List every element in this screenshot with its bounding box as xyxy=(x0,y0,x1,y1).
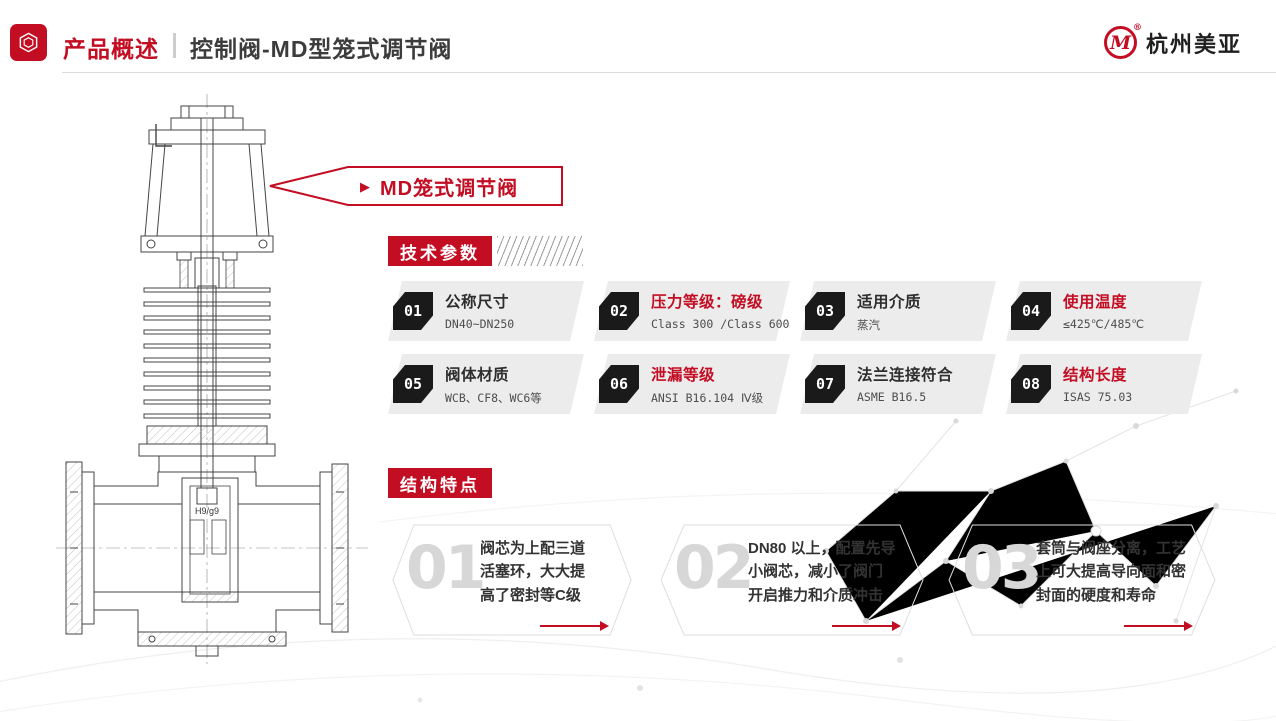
brand-logo-icon: M ® xyxy=(1103,23,1142,59)
page-title: 控制阀-MD型笼式调节阀 xyxy=(190,36,453,62)
param-value: WCB、CF8、WC6等 xyxy=(445,391,542,405)
header-badge xyxy=(10,24,47,61)
param-value: ANSI B16.104 Ⅳ级 xyxy=(651,391,764,405)
feature-number: 03 xyxy=(962,533,1042,603)
param-title: 阀体材质 xyxy=(445,367,510,384)
arrow-right-icon xyxy=(1124,621,1193,631)
fit-annotation: H9/g9 xyxy=(195,506,219,516)
arrow-right-icon xyxy=(540,621,609,631)
param-value: ISAS 75.03 xyxy=(1063,390,1133,404)
triangle-marker-icon: ▶ xyxy=(360,178,370,194)
feature-frame xyxy=(392,524,632,636)
feature-number: 02 xyxy=(674,533,754,603)
param-value: ≤425℃/485℃ xyxy=(1063,317,1145,331)
param-item-flange: 07 法兰连接符合 ASME B16.5 xyxy=(800,354,996,414)
brand: M ® 杭州美亚 xyxy=(1103,23,1242,59)
hatch-decoration xyxy=(497,236,583,266)
feature-item: 03 套筒与阀座分离，工艺 上可大提高导向面和密 封面的硬度和寿命 xyxy=(948,524,1216,636)
header-divider xyxy=(173,33,176,58)
param-value: ASME B16.5 xyxy=(857,390,927,404)
param-title: 结构长度 xyxy=(1063,367,1128,384)
cube-icon xyxy=(19,32,38,53)
param-item-temperature: 04 使用温度 ≤425℃/485℃ xyxy=(1006,281,1202,341)
feature-text: DN80 以上，配置先导 小阀芯，减小了阀门 开启推力和介质冲击 xyxy=(748,540,896,604)
ribbon-shape xyxy=(269,166,563,206)
feature-number: 01 xyxy=(406,533,486,603)
param-title: 压力等级：磅级 xyxy=(651,294,764,311)
feature-item: 02 DN80 以上，配置先导 小阀芯，减小了阀门 开启推力和介质冲击 xyxy=(660,524,924,636)
param-item-medium: 03 适用介质 蒸汽 xyxy=(800,281,996,341)
param-title: 法兰连接符合 xyxy=(857,367,954,384)
param-title: 泄漏等级 xyxy=(651,367,716,384)
ribbon-label: MD笼式调节阀 xyxy=(380,177,519,200)
param-item-body-material: 05 阀体材质 WCB、CF8、WC6等 xyxy=(388,354,584,414)
param-item-pressure: 02 压力等级：磅级 Class 300 /Class 600 xyxy=(594,281,790,341)
param-number-badge: 05 xyxy=(393,365,433,403)
registered-mark: ® xyxy=(1132,23,1142,33)
param-item-size: 01 公称尺寸 DN40~DN250 xyxy=(388,281,584,341)
feature-text: 套筒与阀座分离，工艺 上可大提高导向面和密 封面的硬度和寿命 xyxy=(1036,540,1187,604)
arrow-right-icon xyxy=(832,621,901,631)
feature-text: 阀芯为上配三道 活塞环，大大提 高了密封等C级 xyxy=(480,540,586,604)
feature-item: 01 阀芯为上配三道 活塞环，大大提 高了密封等C级 xyxy=(392,524,632,636)
param-title: 适用介质 xyxy=(857,294,922,311)
brand-mark: M xyxy=(1109,31,1131,54)
param-item-leakage: 06 泄漏等级 ANSI B16.104 Ⅳ级 xyxy=(594,354,790,414)
param-title: 公称尺寸 xyxy=(445,294,510,311)
param-value: 蒸汽 xyxy=(857,318,880,332)
product-ribbon: ▶ MD笼式调节阀 xyxy=(266,164,566,208)
param-value: DN40~DN250 xyxy=(445,317,515,331)
param-value: Class 300 /Class 600 xyxy=(651,317,790,331)
tech-params-heading: 技术参数 xyxy=(388,236,492,266)
section-label: 产品概述 xyxy=(63,36,159,62)
param-item-length: 08 结构长度 ISAS 75.03 xyxy=(1006,354,1202,414)
features-heading: 结构特点 xyxy=(388,468,492,498)
header-rule xyxy=(62,72,1276,73)
param-title: 使用温度 xyxy=(1063,294,1128,311)
brand-name: 杭州美亚 xyxy=(1145,31,1242,57)
tech-params-grid: 01 公称尺寸 DN40~DN250 02 压力等级：磅级 Class 300 … xyxy=(388,281,1202,414)
